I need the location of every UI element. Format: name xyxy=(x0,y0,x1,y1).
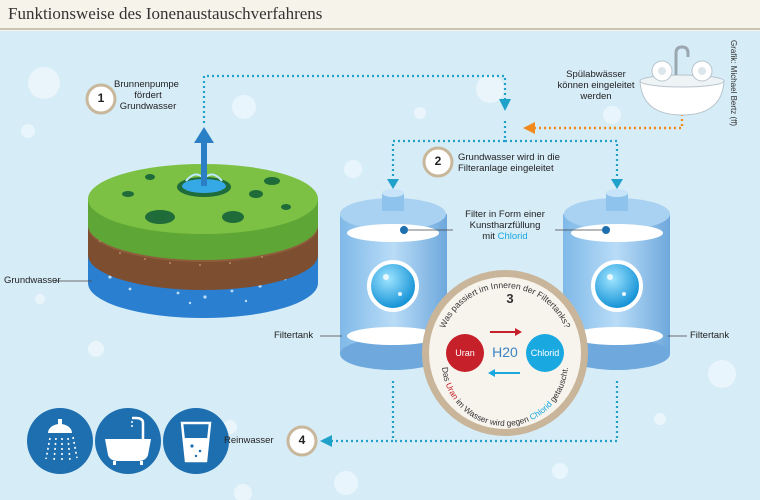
reinwasser-label: Reinwasser xyxy=(224,435,274,446)
filtertank-left-label: Filtertank xyxy=(274,330,314,341)
grundwasser-label: Grundwasser xyxy=(4,275,61,286)
shower-icon xyxy=(27,408,93,474)
h2o-label: H20 xyxy=(492,344,518,360)
sink-icon xyxy=(639,45,725,116)
flow-arrowheads xyxy=(320,99,623,447)
diagram-panel: H20 Uran Chlorid 3 Was passiert im Inner… xyxy=(0,31,760,500)
leader-lines xyxy=(55,229,687,337)
page-title: Funktionsweise des Ionenaustauschverfahr… xyxy=(8,4,323,23)
chlorid-bubble-label: Chlorid xyxy=(531,348,560,358)
step-1-number: 1 xyxy=(97,91,105,105)
filter-description: Filter in Form einer Kunstharzfüllung mi… xyxy=(465,209,545,242)
step-3-number: 3 xyxy=(506,291,513,306)
spuelwasser-label: Spülabwässer können eingeleitet werden xyxy=(557,69,635,102)
diagram-artwork: H20 Uran Chlorid 3 Was passiert im Inner… xyxy=(21,45,736,500)
image-credit: Grafik: Michael Bertz (ff) xyxy=(729,40,738,127)
step-4-number: 4 xyxy=(298,433,306,447)
spuelwasser-flow xyxy=(523,109,684,134)
drinking-glass-icon xyxy=(163,408,229,474)
background-bubbles xyxy=(21,67,736,500)
bathtub-icon xyxy=(95,408,161,474)
filtertank-right-label: Filtertank xyxy=(690,330,730,341)
step-2-text: Grundwasser wird in die Filteranlage ein… xyxy=(458,152,560,174)
title-divider xyxy=(0,28,760,30)
flow-lines xyxy=(202,74,619,443)
step-1-text: Brunnenpumpe fördert Grundwasser xyxy=(114,79,179,112)
exchange-circle: H20 Uran Chlorid 3 Was passiert im Inner… xyxy=(422,270,588,436)
uran-bubble-label: Uran xyxy=(455,348,475,358)
step-2-number: 2 xyxy=(434,154,442,168)
ground-cross-section xyxy=(88,127,318,318)
